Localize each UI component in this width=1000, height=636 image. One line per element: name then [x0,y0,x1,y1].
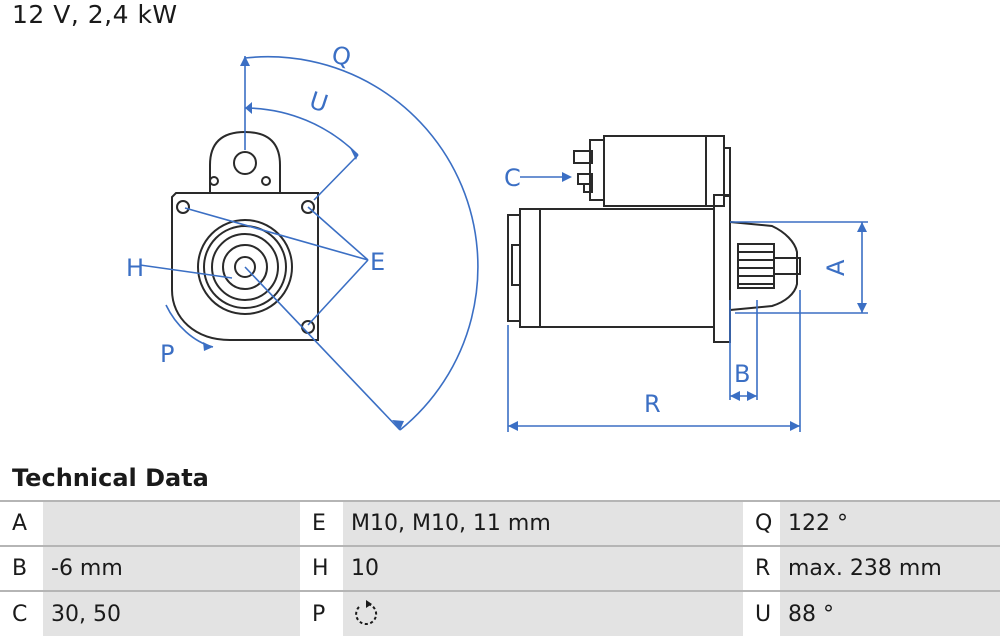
counterclockwise-rotation-icon [355,600,378,625]
label-H: H [126,254,144,282]
pinion-gear [737,243,775,289]
front-housing-outline [171,192,319,341]
param-key-Q: Q [743,500,780,546]
dimension-U-arc [244,107,359,156]
param-value-E: M10, M10, 11 mm [343,500,743,546]
param-value-U: 88 ° [780,590,1000,636]
param-value-R: max. 238 mm [780,545,1000,591]
param-key-P: P [300,590,343,636]
front-pinion-inner [222,244,268,290]
param-value-Q: 122 ° [780,500,1000,546]
param-key-H: H [300,545,343,591]
front-bolt-hole-bottom [301,320,315,334]
label-A: A [822,259,850,276]
front-pinion-outer [197,219,293,315]
label-C: C [504,164,521,192]
param-value-C: 30, 50 [43,590,300,636]
param-key-U: U [743,590,780,636]
table-row: B -6 mm H 10 R max. 238 mm [0,545,1000,591]
side-flange [713,194,731,343]
spec-title: 12 V, 2,4 kW [12,0,178,29]
starter-motor-drawing: Q U E H P C A B R [126,41,868,432]
motor-body [519,208,715,328]
param-key-A: A [0,500,43,546]
label-P: P [160,340,174,368]
technical-data-heading: Technical Data [12,464,209,492]
table-row: C 30, 50 P U 88 ° [0,590,1000,636]
front-bolt-hole-top-left [176,200,190,214]
label-R: R [644,390,661,418]
param-value-P [343,590,743,636]
label-B: B [734,360,750,388]
param-key-C: C [0,590,43,636]
param-value-H: 10 [343,545,743,591]
table-row: A E M10, M10, 11 mm Q 122 ° [0,500,1000,546]
dimension-Q-arc [244,55,479,431]
front-top-bolt-hole [233,151,257,175]
label-E: E [370,248,385,276]
label-U: U [306,86,331,118]
param-key-R: R [743,545,780,591]
param-key-B: B [0,545,43,591]
param-value-A [43,500,300,546]
label-Q: Q [329,41,353,72]
technical-data-table: A E M10, M10, 11 mm Q 122 ° B -6 mm H 10… [0,500,1000,636]
param-value-B: -6 mm [43,545,300,591]
front-bolt-hole-top-right [301,200,315,214]
nose-housing [729,220,798,312]
param-key-E: E [300,500,343,546]
